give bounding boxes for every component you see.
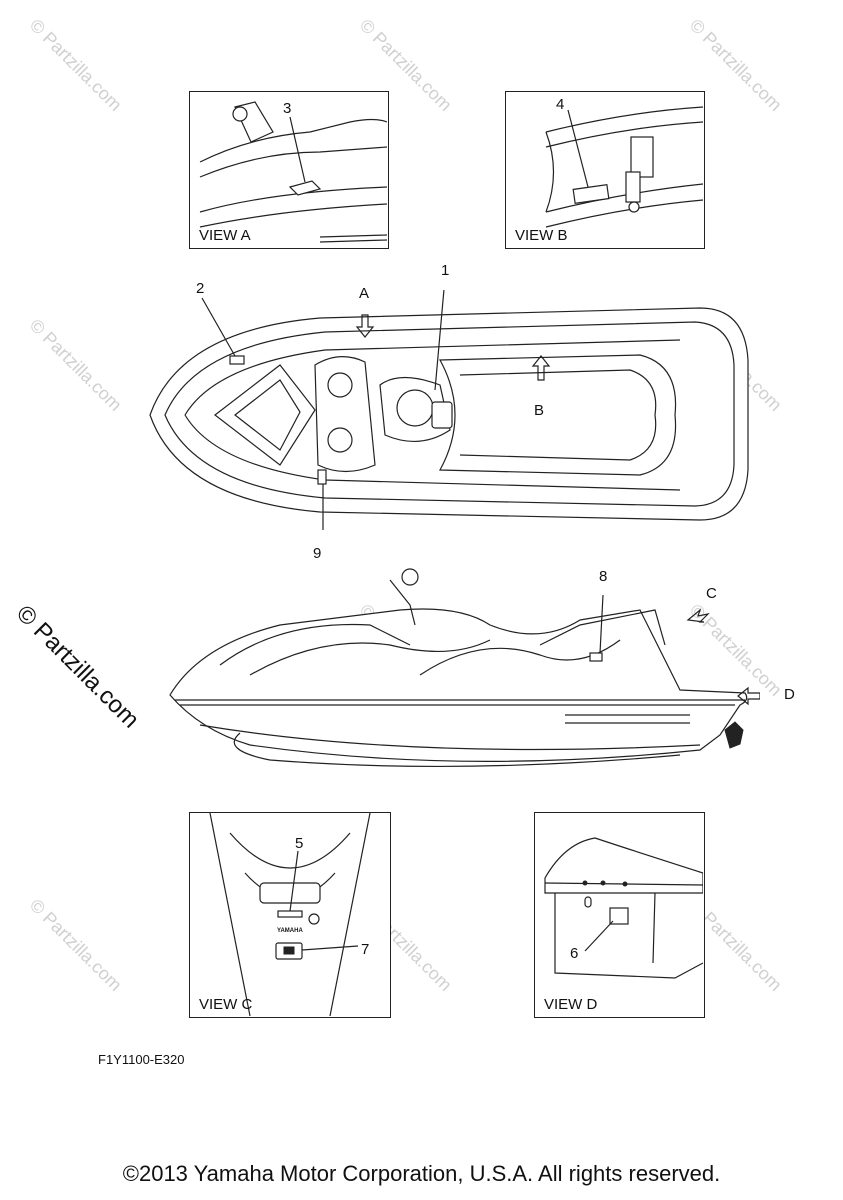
view-c-panel: 5 7 YAMAHA VIEW C xyxy=(189,812,391,1018)
callout-4: 4 xyxy=(556,96,565,113)
view-d-drawing xyxy=(544,837,704,979)
callout-1: 1 xyxy=(441,262,450,279)
side-view-drawing xyxy=(169,568,760,768)
side-watermark: © Partzilla.com xyxy=(10,600,145,734)
watermark: © Partzilla.com xyxy=(25,15,126,115)
view-b-panel: 4 VIEW B xyxy=(505,91,705,249)
top-view-drawing xyxy=(149,290,749,530)
view-c-drawing xyxy=(209,812,371,1017)
view-c-label: VIEW C xyxy=(199,996,253,1013)
callout-6: 6 xyxy=(570,945,579,962)
drawing-code: F1Y1100-E320 xyxy=(98,1052,185,1067)
arrow-d-label: D xyxy=(784,686,795,703)
view-d-label: VIEW D xyxy=(544,996,598,1013)
view-b-label: VIEW B xyxy=(515,227,568,244)
view-d-panel: 6 VIEW D xyxy=(534,812,705,1018)
watermark: © Partzilla.com xyxy=(25,315,126,415)
arrow-c-label: C xyxy=(706,585,717,602)
view-a-panel: 3 VIEW A xyxy=(189,91,389,249)
arrow-b-label: B xyxy=(534,402,545,419)
view-b-drawing xyxy=(545,106,704,228)
yamaha-brand-mark: YAMAHA xyxy=(277,928,303,934)
callout-2: 2 xyxy=(196,280,205,297)
arrow-a-label: A xyxy=(359,285,370,302)
callout-7: 7 xyxy=(361,941,370,958)
callout-5: 5 xyxy=(295,835,304,852)
watermark: © Partzilla.com xyxy=(25,895,126,995)
view-a-drawing xyxy=(199,101,388,243)
callout-9: 9 xyxy=(313,545,322,562)
copyright-notice: ©2013 Yamaha Motor Corporation, U.S.A. A… xyxy=(122,1161,721,1186)
view-a-label: VIEW A xyxy=(199,227,251,244)
callout-3: 3 xyxy=(283,100,292,117)
callout-8: 8 xyxy=(599,568,608,585)
